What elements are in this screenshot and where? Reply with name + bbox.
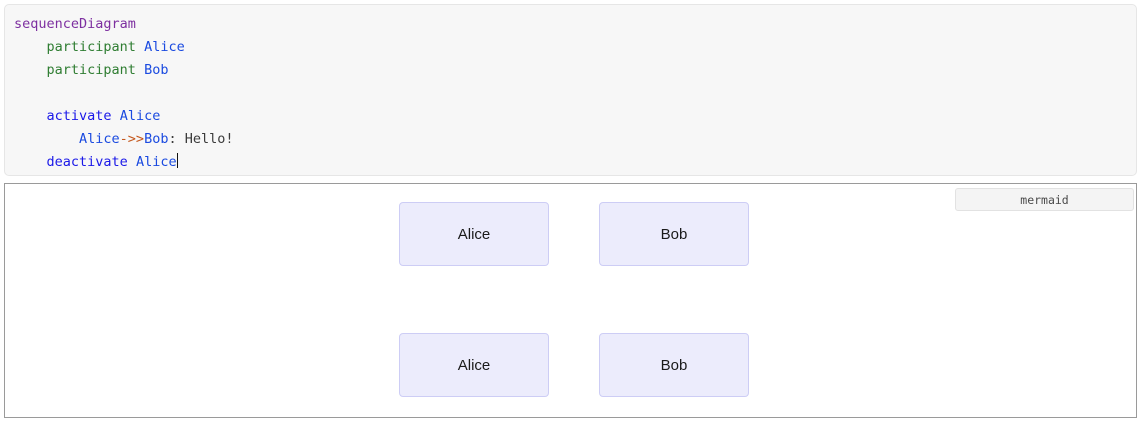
mermaid-language-badge: mermaid bbox=[955, 188, 1134, 211]
actor-label-alice-bottom: Alice bbox=[457, 356, 491, 374]
code-line-7: deactivate Alice bbox=[14, 151, 234, 174]
code-line-6: Alice->>Bob: Hello! bbox=[14, 128, 234, 151]
code-line-4 bbox=[14, 82, 234, 105]
code-token-plain bbox=[14, 39, 47, 55]
code-token-signal: activate bbox=[46, 108, 112, 124]
code-token-signal: deactivate bbox=[46, 154, 128, 170]
code-token-participant: participant bbox=[46, 62, 136, 78]
actor-box-alice-top[interactable]: Alice bbox=[399, 202, 549, 266]
code-token-keyword: sequenceDiagram bbox=[14, 16, 136, 32]
mermaid-code-editor[interactable]: sequenceDiagram participant Alice partic… bbox=[4, 4, 1137, 176]
actor-box-bob-bottom[interactable]: Bob bbox=[599, 333, 749, 397]
code-token-participant: participant bbox=[46, 39, 136, 55]
diagram-preview-pane: mermaid Hello! Alice Bob Alice Bob bbox=[4, 183, 1137, 418]
actor-label-alice-top: Alice bbox=[457, 225, 491, 243]
sequence-diagram: Hello! Alice Bob Alice Bob bbox=[5, 184, 1136, 417]
code-token-plain bbox=[112, 108, 120, 124]
actor-label-bob-top: Bob bbox=[660, 225, 688, 243]
actor-label-bob-bottom: Bob bbox=[660, 356, 688, 374]
code-token-actor: Alice bbox=[79, 131, 120, 147]
code-content[interactable]: sequenceDiagram participant Alice partic… bbox=[14, 13, 234, 174]
code-token-plain bbox=[136, 39, 144, 55]
code-token-msg: Hello! bbox=[184, 131, 234, 147]
code-token-actor: Alice bbox=[119, 108, 161, 124]
code-token-plain bbox=[14, 154, 47, 170]
code-token-plain bbox=[136, 62, 144, 78]
code-token-actor: Bob bbox=[144, 131, 169, 147]
code-line-1: sequenceDiagram bbox=[14, 13, 234, 36]
code-token-plain bbox=[14, 62, 47, 78]
code-token-plain bbox=[14, 108, 47, 124]
mermaid-badge-label: mermaid bbox=[1020, 192, 1069, 207]
actor-box-bob-top[interactable]: Bob bbox=[599, 202, 749, 266]
code-token-msg: : bbox=[168, 131, 185, 147]
code-token-arrow: ->> bbox=[119, 131, 145, 147]
code-token-actor: Bob bbox=[144, 62, 169, 78]
code-line-3: participant Bob bbox=[14, 59, 234, 82]
code-token-plain bbox=[14, 131, 79, 147]
actor-box-alice-bottom[interactable]: Alice bbox=[399, 333, 549, 397]
code-token-plain bbox=[128, 154, 136, 170]
code-line-5: activate Alice bbox=[14, 105, 234, 128]
text-caret bbox=[176, 153, 178, 168]
code-token-actor: Alice bbox=[144, 39, 185, 55]
code-line-2: participant Alice bbox=[14, 36, 234, 59]
code-token-actor: Alice bbox=[135, 154, 177, 170]
